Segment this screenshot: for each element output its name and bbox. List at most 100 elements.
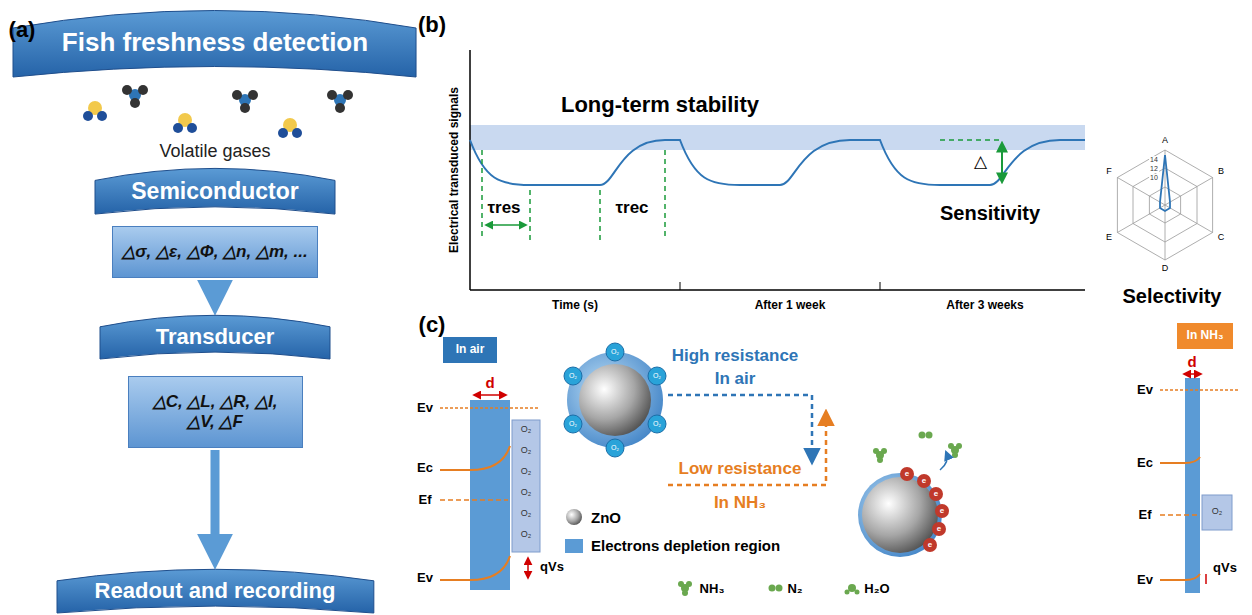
figure-label: F: [1106, 167, 1112, 177]
illustration-circle: [929, 487, 943, 501]
figure-label: Ef: [1139, 508, 1152, 522]
illustration-use: [173, 113, 197, 133]
illustration-polygon: [1117, 150, 1212, 260]
figure-label: D: [1162, 264, 1169, 274]
figure-label: Ev: [417, 571, 433, 585]
figure-label: H₂O: [864, 582, 889, 596]
illustration-circle: [858, 473, 942, 557]
illustration-use: [873, 448, 887, 463]
illustration-line: [940, 139, 1000, 141]
air-path: [668, 395, 812, 462]
figure-label: O₂: [569, 420, 577, 428]
figure-label: NH₃: [700, 582, 725, 596]
figure-label: N₂: [787, 582, 802, 596]
illustration-line: [1160, 389, 1240, 391]
node-text: In NH₃: [1187, 329, 1224, 343]
illustration-rect: [470, 400, 510, 590]
figure-label: Selectivity: [1123, 285, 1222, 307]
illustration-circle: [564, 367, 582, 385]
illustration-line: [440, 499, 508, 501]
banner-outline: [100, 315, 330, 359]
figure-label: O₂: [521, 488, 532, 498]
illustration-path: [470, 140, 1085, 185]
banner-outline: [95, 168, 335, 214]
illustration-path: [1160, 574, 1200, 580]
illustration-circle: [845, 590, 850, 595]
illustration-circle: [648, 367, 666, 385]
illustration-use: [83, 101, 107, 121]
sphere-icon: [566, 509, 582, 525]
illustration-line: [440, 407, 540, 409]
illustration-line: [469, 50, 471, 290]
illustration-circle: [567, 352, 663, 448]
figure-label: e: [934, 490, 938, 499]
illustration-path: [440, 556, 510, 580]
illustration-line: [481, 150, 483, 240]
illustration-line: [527, 558, 529, 578]
figure-label: O₂: [521, 509, 532, 519]
legend-text: Electrons depletion region: [591, 537, 780, 554]
illustration-line: [1205, 574, 1207, 584]
illustration-rect: [470, 125, 1085, 150]
illustration-use: [948, 443, 962, 458]
illustration-circle: [917, 474, 931, 488]
figure-label: e: [922, 477, 926, 486]
figure-label: Ev: [417, 401, 433, 415]
illustration-circle: [564, 415, 582, 433]
illustration-use: [678, 581, 692, 596]
figure-label: O₂: [521, 467, 532, 477]
figure-label: Long-term stability: [561, 93, 759, 117]
figure-label: 10: [1149, 174, 1159, 182]
figure-label: Electrical transduced signals: [448, 87, 461, 253]
illustration-line: [1160, 514, 1198, 516]
node-text: △C, △L, △R, △I, △V, △F: [138, 392, 293, 431]
figure-label: e: [905, 470, 909, 479]
illustration-circle: [579, 364, 651, 436]
illustration-use: [327, 90, 353, 113]
state-tag: In air: [443, 337, 497, 363]
illustration-line: [664, 150, 666, 240]
illustration-line: [486, 224, 526, 226]
illustration-rect: [512, 420, 540, 552]
figure-label: O₂: [521, 530, 532, 540]
node-text: △σ, △ε, △Φ, △n, △m, ...: [122, 242, 307, 262]
figure-label: τres: [487, 199, 520, 218]
legend-swatch: [565, 539, 583, 553]
illustration-use: [278, 118, 302, 138]
banner-outline: [13, 11, 416, 78]
node-text: In air: [456, 343, 485, 357]
figure-label: τrec: [615, 199, 648, 218]
figure-label: After 3 weeks: [946, 299, 1023, 312]
figure-label: (a): [9, 18, 36, 42]
figure-label: 12: [1149, 165, 1159, 173]
illustration-circle: [855, 590, 860, 595]
illustration-line: [474, 394, 506, 396]
band-diagram-nh3: [1160, 374, 1240, 593]
illustration-circle: [923, 538, 937, 552]
figure-label: Ef: [419, 493, 432, 507]
figure-label: e: [928, 541, 932, 550]
figure-label: qVs: [540, 560, 564, 574]
illustration-g: [482, 140, 1000, 240]
figure-label: Volatile gases: [159, 142, 270, 162]
illustration-line: [599, 190, 601, 240]
illustration-use: [919, 432, 933, 439]
illustration-line: [470, 289, 1085, 291]
figure-label: A: [1162, 136, 1168, 146]
figure-label: qVs: [1213, 561, 1237, 575]
arc-banner: Fish freshness detection: [13, 7, 416, 77]
figure-label: △: [974, 153, 987, 172]
illustration-line: [529, 190, 531, 240]
illustration-use: [769, 585, 783, 592]
illustration-line: [880, 282, 881, 290]
figure-label: In NH₃: [714, 494, 766, 513]
figure-label: e: [940, 507, 944, 516]
illustration-circle: [900, 467, 914, 481]
legend-text: ZnO: [591, 509, 621, 526]
figure-label: B: [1218, 167, 1224, 177]
legend-entry: Electrons depletion region: [565, 537, 780, 554]
illustration-line: [1184, 373, 1201, 375]
figure-label: E: [1106, 233, 1112, 243]
illustration-path: [940, 452, 947, 470]
